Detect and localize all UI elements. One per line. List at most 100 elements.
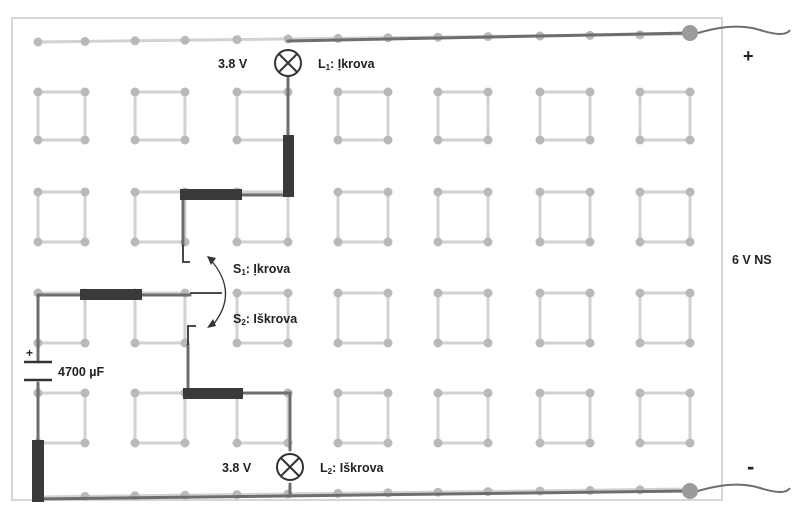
contact-node — [685, 388, 695, 398]
resistor-vertical-upper — [283, 135, 294, 197]
contact-node — [333, 237, 343, 247]
contact-node — [180, 135, 190, 145]
capacitor-polarity: + — [26, 346, 33, 360]
lead-minus — [697, 483, 791, 493]
terminal-minus — [682, 483, 698, 499]
grid-line — [37, 487, 691, 499]
contact-node — [433, 187, 443, 197]
contact-node — [635, 288, 645, 298]
switch1-label: S1: Ịkrova — [233, 262, 291, 277]
resistor-horizontal-upper — [180, 189, 242, 200]
contact-node — [535, 288, 545, 298]
terminal-plus — [682, 25, 698, 41]
contact-node — [80, 135, 90, 145]
contact-node — [635, 237, 645, 247]
resistor-horizontal-lower — [183, 388, 243, 399]
contact-node — [333, 388, 343, 398]
contact-node — [433, 87, 443, 97]
contact-node — [232, 288, 242, 298]
contact-node — [383, 438, 393, 448]
lamp1-cross-b — [278, 53, 298, 73]
contact-node — [130, 388, 140, 398]
contact-node — [333, 187, 343, 197]
contact-node — [585, 338, 595, 348]
switch-arrow-up — [207, 256, 216, 265]
contact-node — [80, 36, 90, 46]
contact-node — [80, 237, 90, 247]
contact-node — [685, 338, 695, 348]
contact-node — [130, 187, 140, 197]
contact-node — [483, 438, 493, 448]
wires — [36, 31, 692, 501]
contact-node — [130, 36, 140, 46]
resistors — [32, 135, 294, 502]
contact-node — [483, 338, 493, 348]
supply-terminals: + - 6 V NS — [682, 25, 791, 499]
lead-plus — [697, 25, 791, 35]
resistor-horizontal-left — [80, 289, 142, 300]
lamp2-voltage: 3.8 V — [222, 461, 252, 475]
contact-node — [80, 187, 90, 197]
contact-node — [483, 135, 493, 145]
contact-node — [33, 135, 43, 145]
switch-arrow-down — [207, 319, 216, 328]
contact-node — [383, 187, 393, 197]
contact-node — [130, 338, 140, 348]
contact-node — [635, 87, 645, 97]
contact-node — [283, 237, 293, 247]
contact-node — [33, 87, 43, 97]
contact-node — [333, 338, 343, 348]
contact-node — [433, 338, 443, 348]
switch2-contact — [187, 325, 196, 345]
lamp2-label: L2: Iškrova — [320, 461, 385, 476]
contact-node — [80, 388, 90, 398]
contact-node — [283, 338, 293, 348]
contact-node — [383, 87, 393, 97]
contact-node — [685, 187, 695, 197]
contact-node — [535, 438, 545, 448]
lamp2-cross-b — [280, 457, 300, 477]
contact-node — [535, 388, 545, 398]
contact-node — [80, 338, 90, 348]
contact-node — [685, 438, 695, 448]
contact-node — [685, 87, 695, 97]
contact-node — [483, 288, 493, 298]
board-outline — [11, 17, 723, 501]
bottom-rail-wire — [36, 489, 692, 501]
lamp-2: 3.8 V L2: Iškrova — [222, 453, 385, 481]
contact-node — [483, 187, 493, 197]
contact-node — [80, 438, 90, 448]
contact-node — [383, 388, 393, 398]
contact-node — [535, 135, 545, 145]
contact-node — [232, 338, 242, 348]
contact-node — [535, 338, 545, 348]
contact-node — [33, 187, 43, 197]
capacitor-value: 4700 µF — [58, 365, 104, 379]
contact-node — [635, 438, 645, 448]
contact-node — [130, 237, 140, 247]
contact-node — [483, 388, 493, 398]
contact-node — [232, 237, 242, 247]
contact-node — [283, 288, 293, 298]
contact-node — [483, 237, 493, 247]
contact-node — [383, 237, 393, 247]
contact-node — [585, 388, 595, 398]
contact-node — [585, 187, 595, 197]
contact-node — [585, 237, 595, 247]
contact-node — [180, 35, 190, 45]
contact-node — [33, 37, 43, 47]
contact-node — [585, 87, 595, 97]
resistor-vertical-lower — [32, 440, 44, 502]
contact-node — [333, 288, 343, 298]
top-rail-wire — [286, 31, 692, 43]
supply-minus-sign: - — [747, 454, 754, 479]
contact-node — [433, 288, 443, 298]
switch2-label: S2: Iškrova — [233, 312, 298, 327]
contact-node — [232, 35, 242, 45]
lamp-1: 3.8 V L1: Ịkrova — [218, 49, 376, 77]
supply-plus-sign: + — [743, 46, 754, 66]
contact-node — [383, 135, 393, 145]
contact-node — [433, 388, 443, 398]
contact-node — [433, 237, 443, 247]
lamp1-voltage: 3.8 V — [218, 57, 248, 71]
